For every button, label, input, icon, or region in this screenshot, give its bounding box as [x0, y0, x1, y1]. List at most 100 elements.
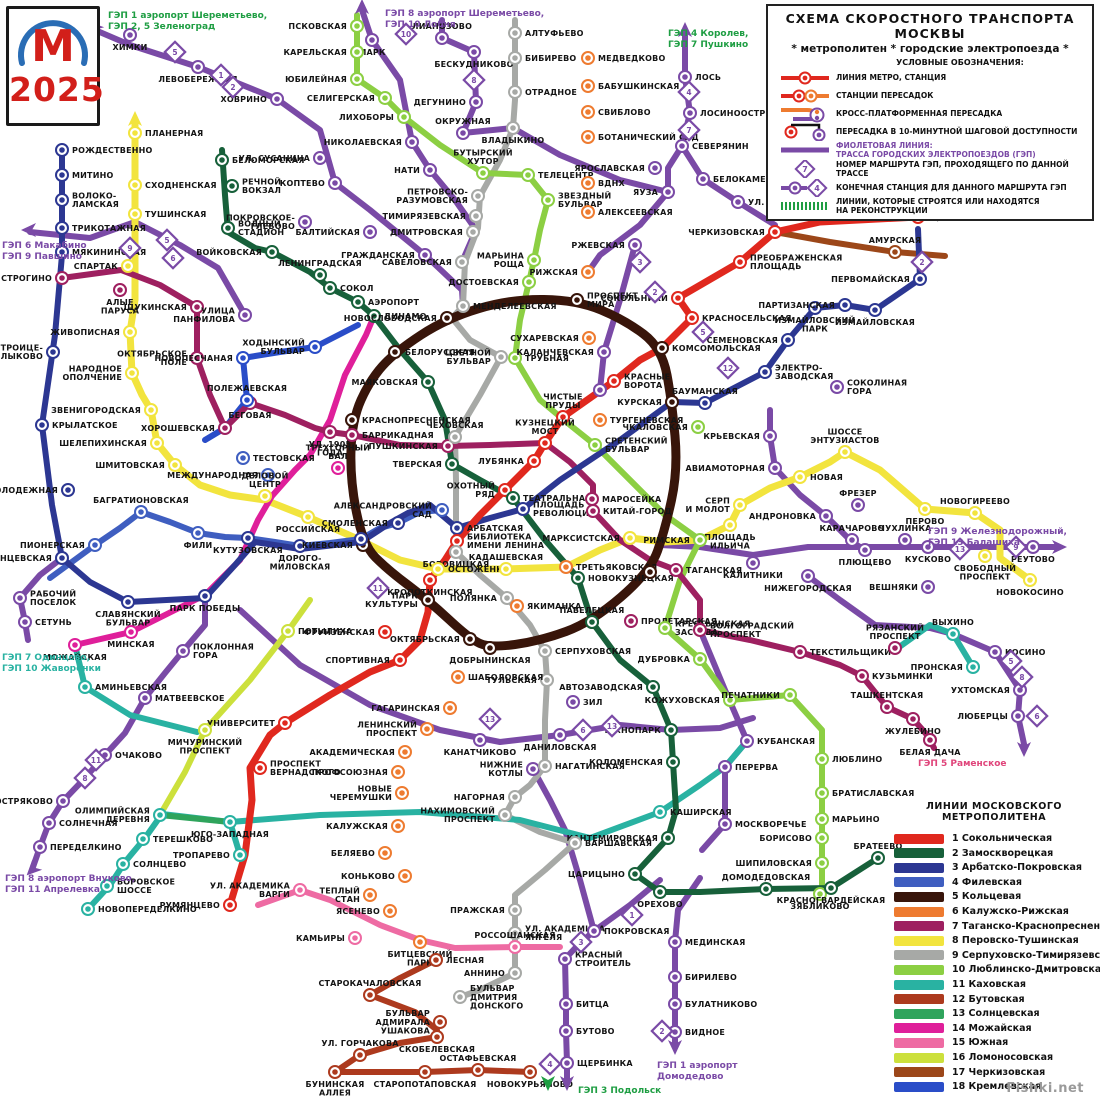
station-label: НАТИ	[394, 166, 420, 175]
station-label: ШМИТОВСКАЯ	[95, 461, 165, 470]
station-label: ЧЕРКИЗОВСКАЯ	[688, 228, 765, 237]
station: ПОТЫЛИХА	[281, 624, 353, 638]
station: ПЕРЕРВА	[718, 760, 778, 774]
station-label: БАБУШКИНСКАЯ	[598, 82, 680, 91]
station: СЕВЕРЯНИН	[675, 139, 749, 153]
station: МЕНДЕЛЕЕВСКАЯ	[456, 299, 557, 313]
station: СЕРПУХОВСКАЯ	[538, 644, 631, 658]
station: ЯСЕНЕВО	[336, 904, 397, 918]
station: КУТУЗОВСКАЯ	[213, 531, 283, 555]
station-label: НИЖЕГОРОДСКАЯ	[764, 584, 852, 593]
legend-title: СХЕМА СКОРОСТНОГО ТРАНСПОРТА МОСКВЫ	[785, 11, 1075, 41]
station: ТУЛЬСКАЯ	[486, 673, 554, 687]
station-label: РИМСКАЯ	[643, 536, 690, 545]
station-label: КОЖУХОВСКАЯ	[645, 696, 720, 705]
station: ПРАЖСКАЯ	[450, 903, 522, 917]
station: ТУРГЕНЕВСКАЯ	[593, 413, 683, 427]
station: ПЛАНЕРНАЯ	[128, 126, 203, 140]
line-row: 15 Южная	[894, 1036, 1094, 1051]
station: ТИМИРЯЗЕВСКАЯ	[383, 209, 483, 223]
route-number-diamond: 13	[478, 707, 502, 731]
station: БОРИСОВО	[759, 831, 829, 845]
station: РУМЯНЦЕВО	[160, 898, 237, 912]
station-label: СЕЛИГЕРСКАЯ	[307, 94, 375, 103]
station-label: КУТУЗОВСКАЯ	[213, 546, 283, 555]
station: ЯРОСЛАВСКАЯ	[574, 161, 662, 175]
line-name: 4 Филевская	[952, 876, 1022, 888]
station: АЛЕКСЕЕВСКАЯ	[581, 205, 673, 219]
svg-text:М: М	[31, 21, 75, 67]
station: КОМСОМОЛЬСКАЯ	[655, 341, 761, 355]
legend-subtitle: * метрополитен * городские электропоезда…	[791, 43, 1069, 55]
line-name: 16 Ломоносовская	[952, 1052, 1054, 1064]
station-label: БАГРАТИОНОВСКАЯ	[93, 496, 189, 505]
station: МЕДВЕДКОВО	[581, 51, 665, 65]
metro-line-lime	[354, 12, 825, 897]
station: РОССОШАНСКАЯ	[474, 931, 555, 954]
station: ЛОСИНООСТРОВСКАЯ	[683, 106, 804, 120]
station-label: МЯКИНИНСКАЯ	[72, 248, 146, 257]
station: АЭРОПОРТ	[351, 295, 419, 309]
svg-text:5: 5	[700, 328, 705, 337]
station: ХИМКИ	[112, 28, 147, 52]
station: ШАБОЛОВСКАЯ	[451, 670, 543, 684]
route-number-diamond: 6	[571, 718, 595, 742]
station-label: ТАШКЕНТСКАЯ	[851, 691, 924, 700]
station: СЕТУНЬ	[18, 615, 72, 629]
route-number-diamond: 2	[643, 280, 667, 304]
station: УХТОМСКАЯ	[951, 683, 1027, 697]
station-label: БЕГОВАЯ	[228, 411, 271, 420]
svg-text:2: 2	[919, 258, 924, 267]
station: БЕСКУДНИКОВО	[434, 45, 513, 69]
legend-item-text: ФИОЛЕТОВАЯ ЛИНИЯ:ТРАССА ГОРОДСКИХ ЭЛЕКТР…	[836, 141, 1036, 160]
station-label: РОССОШАНСКАЯ	[474, 931, 555, 940]
svg-text:2: 2	[230, 83, 235, 92]
svg-text:8: 8	[1019, 673, 1024, 682]
station-label: ОЧАКОВО	[115, 751, 162, 760]
station: СКОБЕЛЕВСКАЯ	[399, 1030, 475, 1054]
station-label: ВИДНОЕ	[685, 1028, 725, 1037]
station-label: БОРОВИЦКАЯ	[423, 560, 490, 569]
station-label: ШИПИЛОВСКАЯ	[736, 859, 812, 868]
terminal-arrow	[678, 22, 692, 37]
station: КУСКОВО	[905, 540, 951, 564]
station-label: АМИНЬЕВСКАЯ	[95, 683, 167, 692]
station-label: ОКТЯБРЬСКАЯ	[390, 635, 460, 644]
gep-route-label: ГЭП 4 Королев,ГЭП 7 Пушкино	[668, 29, 748, 50]
station: КИТАЙ-ГОРОД	[586, 504, 672, 518]
line-row: 7 Таганско-Краснопресненская	[894, 919, 1100, 934]
line-name: 3 Арбатско-Покровская	[952, 862, 1083, 874]
station: НОВОКУЗНЕЦКАЯ	[571, 571, 674, 585]
route-number-diamond: 1	[209, 63, 233, 87]
station-label: МОЖАЙСКАЯ	[43, 651, 107, 662]
station-label: КОНЬКОВО	[341, 872, 395, 881]
station-label: РИЖСКАЯ	[529, 268, 578, 277]
station: БЕЛАЯ ДАЧА	[899, 733, 961, 757]
station: ДИНАМО	[367, 309, 426, 323]
station-label: ТЕСТОВСКАЯ	[253, 454, 315, 463]
station-label: СОКОЛ	[340, 284, 374, 293]
station-label: БУТОВО	[576, 1027, 615, 1036]
terminal-arrow	[1052, 540, 1067, 554]
station: БРАТИСЛАВСКАЯ	[815, 786, 914, 800]
station: ПЕЧАТНИКИ	[721, 688, 797, 702]
station-label: ЛОСЬ	[695, 73, 721, 82]
station-label: БЕЛАЯ ДАЧА	[899, 748, 961, 757]
station: ТЕСТОВСКАЯ	[236, 451, 315, 465]
